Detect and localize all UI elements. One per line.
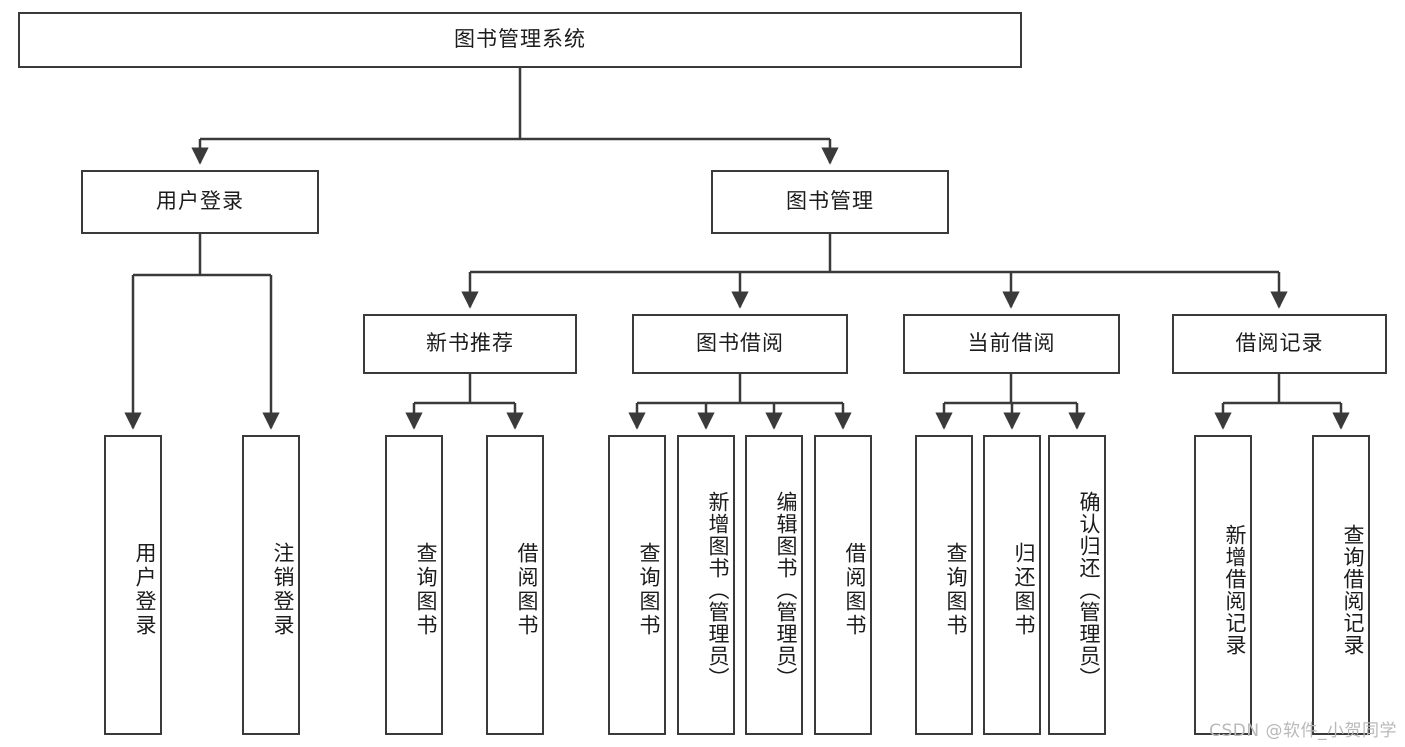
node-new-book-recommend[interactable]: 新书推荐 — [363, 314, 577, 374]
node-current-borrow[interactable]: 当前借阅 — [903, 314, 1120, 374]
node-book-manage[interactable]: 图书管理 — [711, 170, 949, 234]
leaf-user-login[interactable]: 用户登录 — [104, 435, 162, 735]
leaf-add-borrow-record[interactable]: 新增借阅记录 — [1194, 435, 1252, 735]
leaf-confirm-return-admin[interactable]: 确认归还（管理员） — [1048, 435, 1106, 735]
node-root[interactable]: 图书管理系统 — [18, 12, 1022, 68]
node-user-login[interactable]: 用户登录 — [81, 170, 319, 234]
leaf-query-book-rec[interactable]: 查询图书 — [385, 435, 443, 735]
leaf-return-book[interactable]: 归还图书 — [983, 435, 1041, 735]
leaf-edit-book-admin[interactable]: 编辑图书（管理员） — [745, 435, 803, 735]
leaf-borrow-book-rec[interactable]: 借阅图书 — [486, 435, 544, 735]
leaf-logout[interactable]: 注销登录 — [242, 435, 300, 735]
leaf-query-book-current[interactable]: 查询图书 — [915, 435, 973, 735]
leaf-query-book-borrow[interactable]: 查询图书 — [608, 435, 666, 735]
csdn-watermark: CSDN @软件_小贺同学 — [1209, 721, 1397, 741]
leaf-add-book-admin[interactable]: 新增图书（管理员） — [677, 435, 735, 735]
node-borrow-record[interactable]: 借阅记录 — [1172, 314, 1387, 374]
leaf-query-borrow-record[interactable]: 查询借阅记录 — [1312, 435, 1370, 735]
node-book-borrow[interactable]: 图书借阅 — [632, 314, 848, 374]
leaf-borrow-book[interactable]: 借阅图书 — [814, 435, 872, 735]
